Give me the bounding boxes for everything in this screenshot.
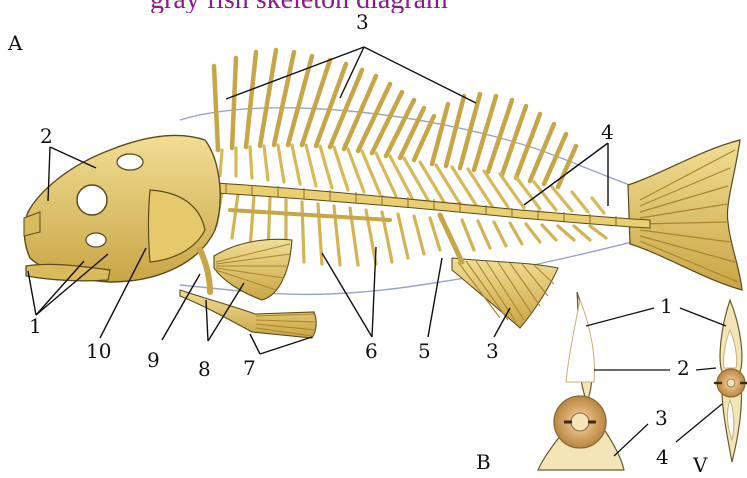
skull xyxy=(24,135,220,282)
orbit xyxy=(77,185,107,215)
label-4-column: 4 xyxy=(601,122,614,142)
label-10-gill-cover: 10 xyxy=(86,341,111,361)
label-4-vertebra: 4 xyxy=(656,447,669,467)
caudal-fin xyxy=(628,140,742,290)
label-1-vertebra: 1 xyxy=(660,296,673,316)
panel-label-b: B xyxy=(476,452,491,472)
label-2-vertebra: 2 xyxy=(677,358,690,378)
label-3-vertebra: 3 xyxy=(655,408,668,428)
pelvic-fin xyxy=(180,290,316,338)
label-2-skull: 2 xyxy=(40,126,53,146)
label-6-ribs: 6 xyxy=(365,341,378,361)
label-7-pelvic-fin: 7 xyxy=(243,358,256,378)
panel-label-a: A xyxy=(8,33,22,53)
label-8-pectoral-fin: 8 xyxy=(198,359,211,379)
label-9-girdle: 9 xyxy=(147,350,160,370)
panel-label-v: V xyxy=(693,455,707,475)
vertebra-side-view xyxy=(714,300,747,462)
nostril xyxy=(117,154,143,170)
label-1-jaw: 1 xyxy=(29,316,42,336)
pectoral-girdle xyxy=(200,250,210,292)
label-3-anal-fin: 3 xyxy=(486,341,499,361)
anal-fin-support xyxy=(440,215,462,262)
label-5-support: 5 xyxy=(418,341,431,361)
pectoral-fin xyxy=(214,239,292,300)
label-3-dorsal: 3 xyxy=(356,12,369,32)
